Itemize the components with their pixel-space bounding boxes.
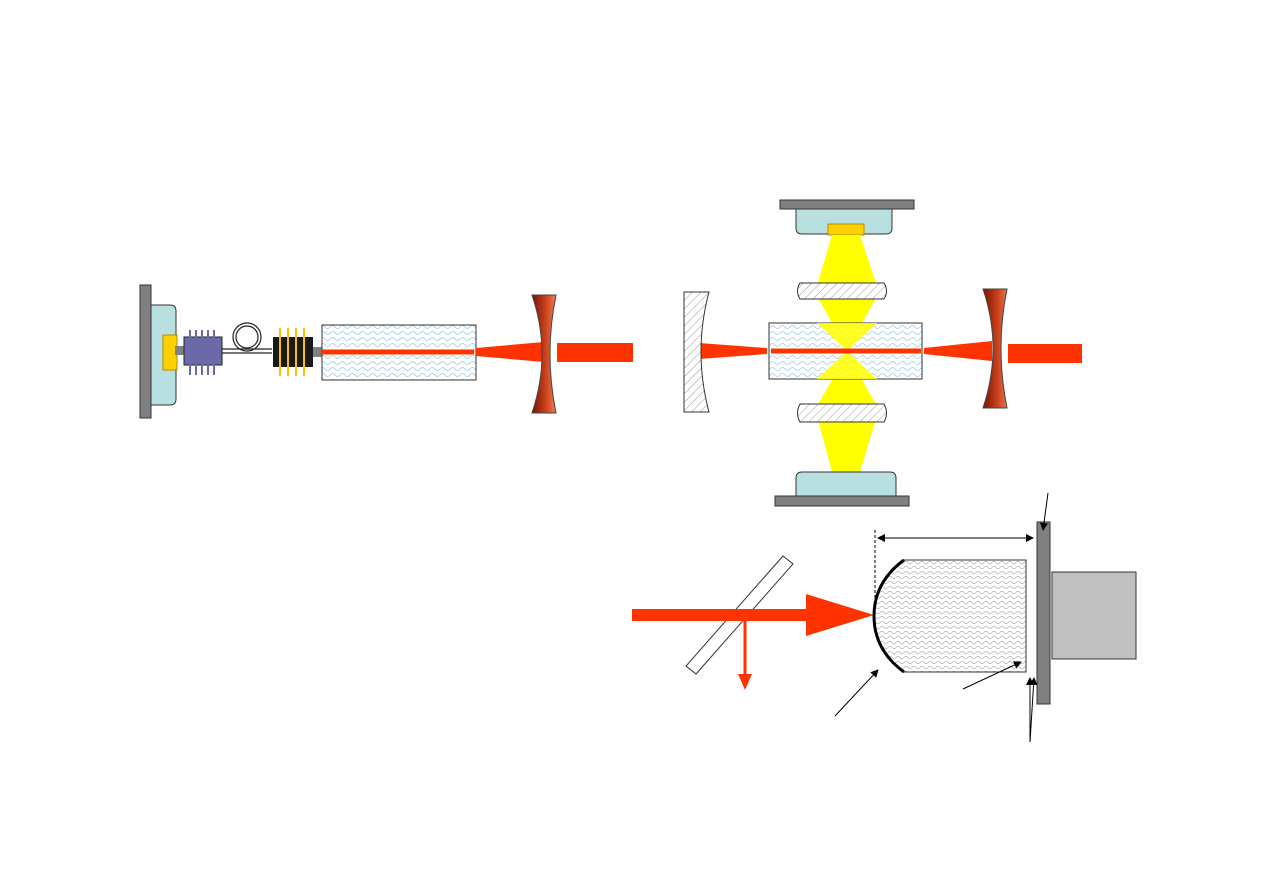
diode-emitter xyxy=(162,334,178,371)
leader-interface-b xyxy=(1029,677,1038,743)
top-diode-emitter xyxy=(827,223,865,236)
leader-window xyxy=(1039,492,1049,531)
bottom-base-plate xyxy=(774,495,910,507)
detector-housing xyxy=(1051,571,1137,660)
panel-end-pumped-laser xyxy=(139,284,633,419)
leader-back-surface xyxy=(962,661,1022,690)
optical-fiber-coil xyxy=(222,322,272,354)
cavity-output-beam xyxy=(1008,344,1082,363)
right-beam-cone xyxy=(924,341,992,361)
sampled-beam-arrowhead xyxy=(738,674,752,690)
laser-base-plate xyxy=(139,284,152,419)
high-reflector-mirror xyxy=(683,291,710,413)
output-coupler-mirror xyxy=(531,294,557,414)
pump-light-overlay-crystal xyxy=(817,323,877,379)
cavity-output-coupler xyxy=(982,288,1008,409)
top-base-plate xyxy=(779,199,915,210)
heat-sink-fins xyxy=(183,330,223,375)
output-beam xyxy=(557,343,633,362)
top-focusing-lens xyxy=(797,282,887,300)
incident-beam xyxy=(632,609,808,621)
leader-front-surface xyxy=(834,669,879,717)
panel-beam-detection xyxy=(632,492,1137,743)
incident-beam-arrowhead xyxy=(806,594,874,636)
bottom-diode-mount xyxy=(795,471,897,497)
diode-output-stub xyxy=(175,346,184,355)
fiber-output-stub xyxy=(313,347,322,357)
detector-window-plate xyxy=(1036,521,1051,705)
bottom-focusing-lens xyxy=(797,403,887,423)
panel-side-pumped-cavity xyxy=(683,199,1082,507)
detector-crystal xyxy=(873,559,1027,673)
left-beam-cone xyxy=(699,343,767,359)
curved-front-coating xyxy=(872,558,905,674)
fiber-connector-block xyxy=(273,328,313,376)
top-diode-mount xyxy=(795,208,893,235)
beam-expanding-cone xyxy=(476,342,544,362)
